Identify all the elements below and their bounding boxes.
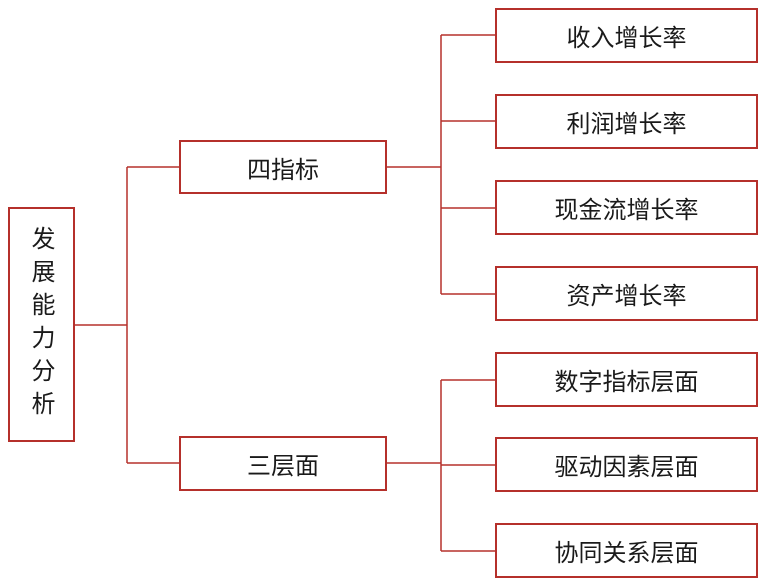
leaf-label: 数字指标层面	[554, 368, 699, 396]
leaf-node: 资产增长率	[495, 266, 758, 321]
leaf-label: 驱动因素层面	[554, 453, 699, 481]
root-label: 发展能力分析	[27, 225, 55, 424]
leaf-node: 利润增长率	[495, 94, 758, 149]
leaf-label: 收入增长率	[566, 24, 687, 52]
branch-label: 四指标	[247, 155, 319, 184]
branch-node-three-levels: 三层面	[179, 436, 387, 491]
leaf-label: 资产增长率	[566, 282, 687, 310]
leaf-node: 现金流增长率	[495, 180, 758, 235]
leaf-label: 协同关系层面	[554, 539, 699, 567]
leaf-node: 收入增长率	[495, 8, 758, 63]
leaf-label: 现金流增长率	[554, 196, 699, 224]
branch-label: 三层面	[247, 452, 319, 480]
root-node: 发展能力分析	[8, 207, 75, 442]
leaf-label: 利润增长率	[566, 110, 687, 138]
leaf-node: 协同关系层面	[495, 523, 758, 578]
branch-node-four-indicators: 四指标	[179, 140, 387, 194]
leaf-node: 数字指标层面	[495, 352, 758, 407]
leaf-node: 驱动因素层面	[495, 437, 758, 492]
